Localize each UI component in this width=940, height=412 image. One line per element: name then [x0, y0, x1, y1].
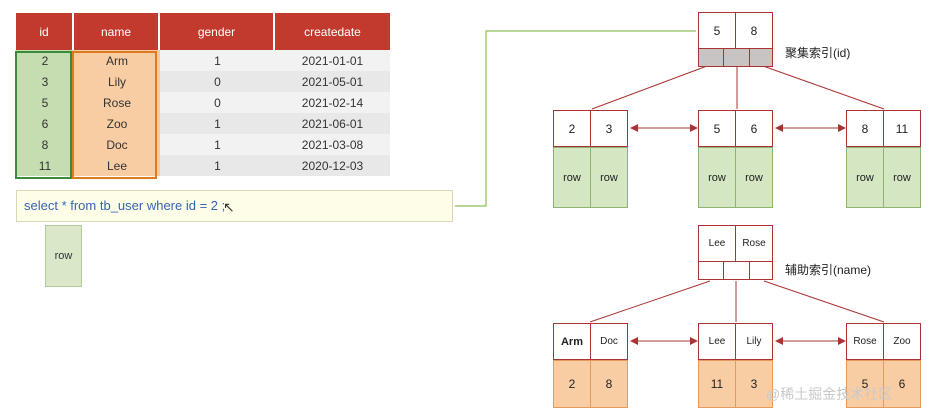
cell-gender: 1 [160, 134, 275, 155]
cell-name: Arm [74, 50, 160, 71]
cell-createdate: 2021-05-01 [275, 71, 390, 92]
table-row: 8 Doc 1 2021-03-08 [16, 134, 390, 155]
cell-name: Rose [74, 92, 160, 113]
cell-id: 3 [16, 71, 74, 92]
secondary-leaf-id: 11 [698, 360, 736, 408]
clustered-leaf-row: row [735, 147, 773, 208]
query-to-index-link [455, 30, 696, 207]
secondary-root-key: Rose [735, 225, 773, 262]
table-row: 3 Lily 0 2021-05-01 [16, 71, 390, 92]
secondary-index-label: 辅助索引(name) [785, 263, 872, 277]
clustered-root-pointer [723, 48, 750, 67]
clustered-index-label: 聚集索引(id) [785, 46, 851, 60]
clustered-root-key: 8 [735, 12, 773, 49]
header-gender: gender [160, 13, 275, 50]
clustered-leaf-key: 6 [735, 110, 773, 147]
cell-id: 6 [16, 113, 74, 134]
secondary-leaf-id: 5 [846, 360, 884, 408]
secondary-leaf-key: Rose [846, 323, 884, 360]
header-createdate: createdate [275, 13, 390, 50]
clustered-leaf-key: 11 [883, 110, 921, 147]
secondary-leaf-key: Arm [553, 323, 591, 360]
clustered-leaf-row: row [698, 147, 736, 208]
table-row: 6 Zoo 1 2021-06-01 [16, 113, 390, 134]
clustered-root-pointer [698, 48, 724, 67]
cell-createdate: 2020-12-03 [275, 155, 390, 176]
clustered-leaf-key: 8 [846, 110, 884, 147]
id-column-highlight [15, 51, 72, 179]
secondary-leaf-key: Zoo [883, 323, 921, 360]
cell-createdate: 2021-03-08 [275, 134, 390, 155]
cell-name: Doc [74, 134, 160, 155]
secondary-root-pointer [749, 261, 773, 280]
cell-name: Zoo [74, 113, 160, 134]
table-row: 11 Lee 1 2020-12-03 [16, 155, 390, 176]
cell-createdate: 2021-06-01 [275, 113, 390, 134]
sql-query-box: select * from tb_user where id = 2 ; [16, 190, 453, 222]
cell-name: Lee [74, 155, 160, 176]
clustered-leaf-row: row [846, 147, 884, 208]
cell-gender: 0 [160, 92, 275, 113]
clustered-root-key: 5 [698, 12, 736, 49]
tree-edge [591, 65, 708, 110]
tree-edge [762, 65, 885, 110]
cell-gender: 0 [160, 71, 275, 92]
name-column-highlight [72, 51, 157, 179]
cell-id: 8 [16, 134, 74, 155]
secondary-root-pointer [723, 261, 750, 280]
table-header-row: id name gender createdate [16, 13, 390, 50]
clustered-leaf-key: 3 [590, 110, 628, 147]
header-name: name [74, 13, 160, 50]
user-table: id name gender createdate 2 Arm 1 2021-0… [16, 13, 390, 176]
cell-name: Lily [74, 71, 160, 92]
clustered-leaf-key: 5 [698, 110, 736, 147]
cell-gender: 1 [160, 113, 275, 134]
secondary-leaf-id: 2 [553, 360, 591, 408]
cell-id: 2 [16, 50, 74, 71]
clustered-leaf-row: row [590, 147, 628, 208]
secondary-leaf-key: Doc [590, 323, 628, 360]
table-row: 5 Rose 0 2021-02-14 [16, 92, 390, 113]
clustered-leaf-key: 2 [553, 110, 591, 147]
watermark: @稀土掘金技术社区 [766, 386, 893, 402]
mouse-cursor-icon: ↖ [223, 199, 235, 215]
cell-id: 5 [16, 92, 74, 113]
clustered-leaf-row: row [883, 147, 921, 208]
secondary-leaf-key: Lily [735, 323, 773, 360]
secondary-root-pointer [698, 261, 724, 280]
cell-id: 11 [16, 155, 74, 176]
query-result-row: row [45, 225, 82, 287]
tree-edge [589, 280, 711, 323]
cell-createdate: 2021-01-01 [275, 50, 390, 71]
header-id: id [16, 13, 74, 50]
secondary-leaf-key: Lee [698, 323, 736, 360]
secondary-root-key: Lee [698, 225, 736, 262]
cell-gender: 1 [160, 155, 275, 176]
cell-createdate: 2021-02-14 [275, 92, 390, 113]
secondary-leaf-id: 6 [883, 360, 921, 408]
clustered-root-pointer [749, 48, 773, 67]
clustered-leaf-row: row [553, 147, 591, 208]
tree-edge [763, 280, 885, 323]
table-row: 2 Arm 1 2021-01-01 [16, 50, 390, 71]
cell-gender: 1 [160, 50, 275, 71]
secondary-leaf-id: 3 [735, 360, 773, 408]
secondary-leaf-id: 8 [590, 360, 628, 408]
